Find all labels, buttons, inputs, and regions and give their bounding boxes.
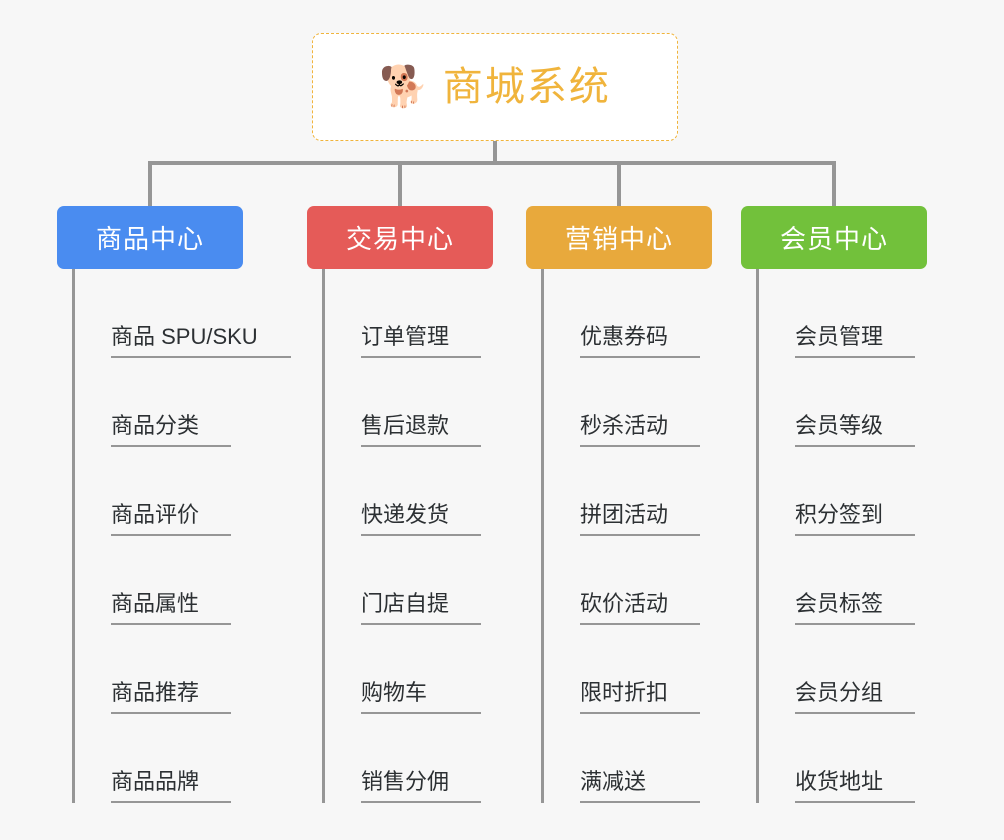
list-item[interactable]: 商品属性 [75,536,243,625]
list-item[interactable]: 优惠券码 [544,269,712,358]
list-item[interactable]: 秒杀活动 [544,358,712,447]
list-item[interactable]: 商品品牌 [75,714,243,803]
leaf-label: 销售分佣 [361,764,481,803]
list-item[interactable]: 快递发货 [325,447,493,536]
list-item[interactable]: 会员分组 [759,625,927,714]
leaf-label: 会员等级 [795,408,915,447]
branch-header-3[interactable]: 营销中心 [526,206,712,269]
leaf-label: 优惠券码 [580,319,700,358]
leaf-label: 会员标签 [795,586,915,625]
branch-header-1[interactable]: 商品中心 [57,206,243,269]
leaf-label: 会员分组 [795,675,915,714]
leaf-label: 满减送 [580,764,700,803]
root-node-label: 商城系统 [442,65,611,109]
leaf-label: 快递发货 [361,497,481,536]
connector-horizontal-bus [148,161,836,165]
branch-header-4[interactable]: 会员中心 [741,206,927,269]
leaf-label: 门店自提 [361,586,481,625]
leaf-label: 商品分类 [111,408,231,447]
connector-drop-branch-1 [148,161,152,206]
leaf-label: 购物车 [361,675,481,714]
list-item[interactable]: 商品 SPU/SKU [75,269,291,358]
leaf-label: 秒杀活动 [580,408,700,447]
list-item[interactable]: 商品分类 [75,358,243,447]
list-item[interactable]: 销售分佣 [325,714,493,803]
list-item[interactable]: 限时折扣 [544,625,712,714]
leaf-label: 商品推荐 [111,675,231,714]
list-item[interactable]: 订单管理 [325,269,493,358]
leaf-list-1: 商品 SPU/SKU 商品分类 商品评价 商品属性 商品推荐 商品品牌 [72,269,291,803]
connector-root-stem [493,141,497,164]
leaf-label: 商品评价 [111,497,231,536]
root-node-content: 🐕 商城系统 [379,67,611,107]
leaf-list-4: 会员管理 会员等级 积分签到 会员标签 会员分组 收货地址 [756,269,927,803]
branch-header-2[interactable]: 交易中心 [307,206,493,269]
leaf-label: 会员管理 [795,319,915,358]
leaf-label: 收货地址 [795,764,915,803]
connector-drop-branch-2 [398,161,402,206]
leaf-label: 砍价活动 [580,586,700,625]
leaf-list-3: 优惠券码 秒杀活动 拼团活动 砍价活动 限时折扣 满减送 [541,269,712,803]
shiba-dog-icon: 🐕 [379,65,429,109]
list-item[interactable]: 积分签到 [759,447,927,536]
list-item[interactable]: 购物车 [325,625,493,714]
branch-trade-center: 交易中心 订单管理 售后退款 快递发货 门店自提 购物车 销售分佣 [307,206,493,803]
leaf-list-2: 订单管理 售后退款 快递发货 门店自提 购物车 销售分佣 [322,269,493,803]
branch-member-center: 会员中心 会员管理 会员等级 积分签到 会员标签 会员分组 收货地址 [741,206,927,803]
list-item[interactable]: 会员标签 [759,536,927,625]
leaf-label: 商品属性 [111,586,231,625]
list-item[interactable]: 拼团活动 [544,447,712,536]
list-item[interactable]: 门店自提 [325,536,493,625]
list-item[interactable]: 砍价活动 [544,536,712,625]
list-item[interactable]: 会员等级 [759,358,927,447]
root-node[interactable]: 🐕 商城系统 [312,33,678,141]
list-item[interactable]: 满减送 [544,714,712,803]
leaf-label: 商品品牌 [111,764,231,803]
list-item[interactable]: 商品推荐 [75,625,243,714]
branch-product-center: 商品中心 商品 SPU/SKU 商品分类 商品评价 商品属性 商品推荐 商品品牌 [57,206,291,803]
connector-drop-branch-4 [832,161,836,206]
branch-marketing-center: 营销中心 优惠券码 秒杀活动 拼团活动 砍价活动 限时折扣 满减送 [526,206,712,803]
leaf-label: 商品 SPU/SKU [111,319,291,358]
connector-drop-branch-3 [617,161,621,206]
leaf-label: 限时折扣 [580,675,700,714]
leaf-label: 订单管理 [361,319,481,358]
leaf-label: 拼团活动 [580,497,700,536]
list-item[interactable]: 收货地址 [759,714,927,803]
list-item[interactable]: 会员管理 [759,269,927,358]
leaf-label: 售后退款 [361,408,481,447]
list-item[interactable]: 商品评价 [75,447,243,536]
leaf-label: 积分签到 [795,497,915,536]
list-item[interactable]: 售后退款 [325,358,493,447]
